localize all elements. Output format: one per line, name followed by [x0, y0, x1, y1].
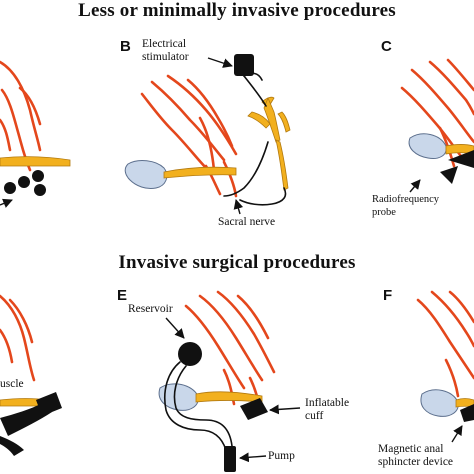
panel-e-artificial-sphincter: [158, 290, 301, 472]
panel-letter-e: E: [117, 287, 128, 304]
reservoir-label: Reservoir: [128, 303, 173, 315]
panel-d-anatomy: [0, 294, 62, 456]
electrical-stimulator-label: Electrical stimulator: [142, 38, 189, 63]
panel-a-anatomy: [0, 60, 71, 208]
muscle-label: uscle: [0, 378, 24, 390]
panel-f-magnetic-sphincter: [416, 290, 474, 443]
panel-letter-f: F: [383, 287, 393, 304]
heading-invasive-surgical: Invasive surgical procedures: [118, 252, 356, 273]
magnetic-anal-sphincter-label: Magnetic anal sphincter device: [378, 443, 454, 468]
pump-label: Pump: [268, 450, 295, 462]
panel-b-sacral-stimulation: [124, 54, 291, 215]
heading-less-invasive: Less or minimally invasive procedures: [78, 0, 396, 21]
panel-letter-b: B: [120, 38, 131, 55]
radiofrequency-probe-label: Radiofrequency probe: [372, 194, 440, 218]
sacral-nerve-label: Sacral nerve: [218, 216, 276, 228]
panel-letter-c: C: [381, 38, 392, 55]
panel-c-radiofrequency: [400, 58, 474, 193]
inflatable-cuff-label: Inflatable cuff: [305, 397, 350, 422]
